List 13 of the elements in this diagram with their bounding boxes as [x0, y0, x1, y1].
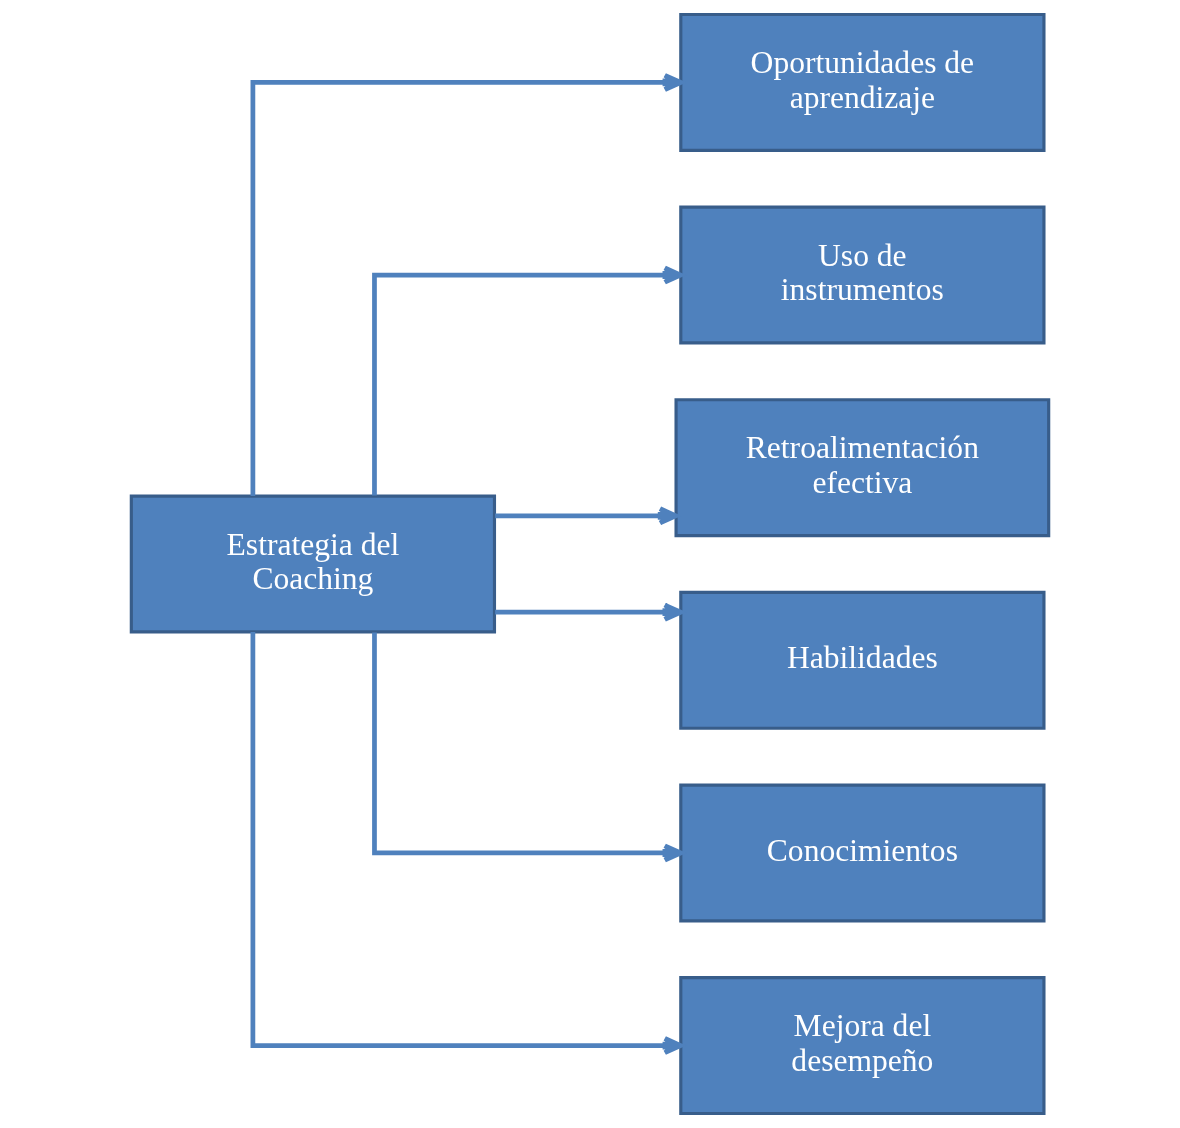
arrow [372, 632, 684, 863]
node-box: Mejora del desempeño [679, 976, 1046, 1116]
arrow [250, 631, 684, 1056]
node-box: Habilidades [679, 590, 1046, 730]
node-box: Retroalimentación efectiva [674, 398, 1051, 538]
node-box: Uso de instrumentos [679, 205, 1046, 345]
arrow [372, 265, 684, 496]
arrow [495, 602, 684, 622]
node-box: Estrategia del Coaching [129, 494, 497, 634]
arrow [495, 506, 679, 526]
node-box: Conocimientos [679, 783, 1046, 923]
node-box: Oportunidades de aprendizaje [679, 12, 1046, 152]
arrow [250, 72, 684, 497]
